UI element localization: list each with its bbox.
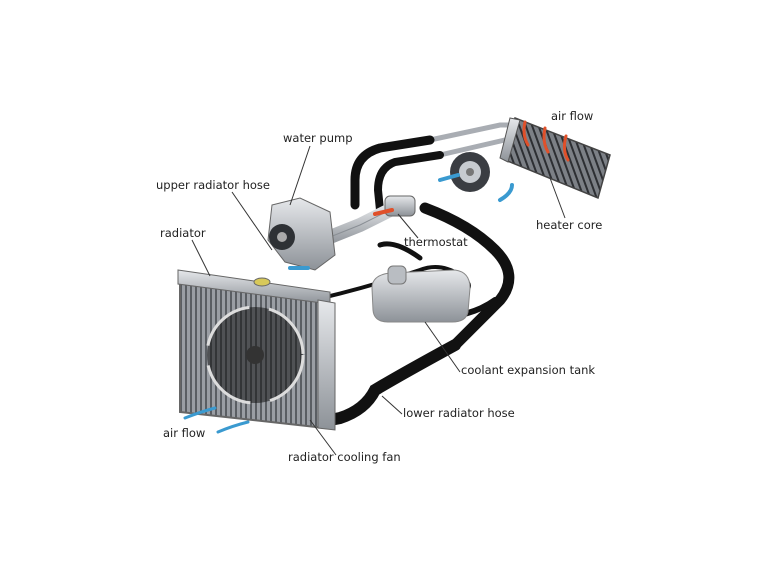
- heater-hose-1: [350, 135, 435, 210]
- airflow-arrows-left: [183, 406, 250, 434]
- heater-core: [499, 116, 611, 200]
- hoses: [298, 135, 515, 426]
- tank-hose: [377, 241, 423, 261]
- label-air-flow-top: air flow: [551, 109, 594, 123]
- label-lower-radiator-hose: lower radiator hose: [403, 406, 515, 420]
- label-heater-core: heater core: [536, 218, 603, 232]
- label-upper-radiator-hose: upper radiator hose: [156, 178, 270, 192]
- lower-radiator-hose: [324, 339, 461, 426]
- upper-bypass-hose: [419, 202, 515, 351]
- water-pump: [267, 197, 336, 271]
- label-coolant-expansion-tank: coolant expansion tank: [461, 363, 596, 377]
- label-radiator-cooling-fan: radiator cooling fan: [288, 450, 401, 464]
- label-thermostat: thermostat: [404, 235, 468, 249]
- thermostat-housing: [384, 195, 416, 217]
- label-radiator: radiator: [160, 226, 206, 240]
- label-water-pump: water pump: [283, 131, 353, 145]
- heater-blower: [450, 152, 490, 192]
- coolant-flow-arrows: [288, 173, 514, 270]
- leader-lines: [191, 145, 566, 456]
- radiator-cooling-fan: [205, 305, 305, 405]
- heater-hose-2: [373, 151, 444, 214]
- label-air-flow-left: air flow: [163, 426, 206, 440]
- coolant-expansion-tank: [371, 265, 471, 323]
- radiator-cap: [253, 277, 271, 287]
- airflow-arrows-top: [522, 120, 570, 162]
